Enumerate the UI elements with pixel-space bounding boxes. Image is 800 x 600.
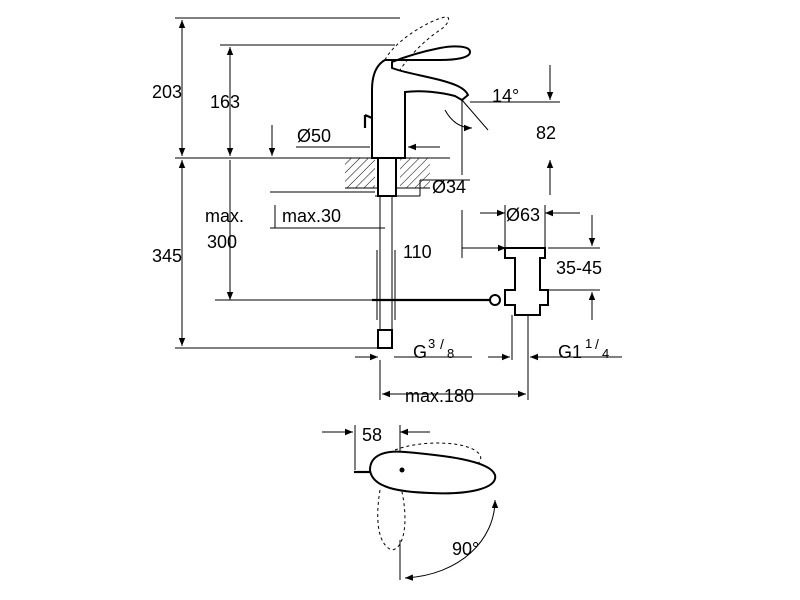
label-d50: Ø50 [297,126,331,146]
label-d63: Ø63 [506,205,540,225]
label-90deg: 90° [452,539,479,559]
side-view [175,16,622,400]
label-110: 110 [403,242,432,262]
shank [377,157,397,197]
handle-center-dot [399,467,405,473]
label-max: max. [205,206,244,226]
label-35-45: 35-45 [556,258,602,278]
handle-rotated-outline [377,489,406,551]
label-g114: G1 1 / 4 [558,336,609,362]
top-view [322,425,499,581]
hose-braid [376,250,396,320]
drain-knob [363,113,373,128]
label-g38-num: 3 [428,336,435,351]
spout-angle-line [461,99,489,131]
label-82: 82 [536,123,556,143]
supply-hoses [379,196,393,345]
label-163: 163 [210,92,240,112]
inlet-connector [377,329,393,349]
label-g38-den: 8 [447,346,454,361]
label-g38: G 3 / 8 [413,336,454,362]
label-g114-base: G1 [558,342,582,362]
deck-hatch-left [345,158,375,188]
handle-top [368,450,497,495]
label-g114-den: 4 [602,346,609,361]
drain-body [504,247,549,316]
label-300: 300 [207,232,237,252]
label-max30: max.30 [282,206,341,226]
rotation-arc [404,499,499,581]
rod-pivot [489,294,501,306]
deck-hatch-right [400,158,430,188]
angle-arc-14 [444,109,473,132]
lever-raised-outline [384,16,450,71]
svg-text:/: / [440,336,444,352]
label-max180: max.180 [405,386,474,406]
label-d34: Ø34 [432,177,466,197]
label-14deg: 14° [492,86,519,106]
label-345: 345 [152,246,182,266]
label-203: 203 [152,82,182,102]
label-g38-base: G [413,342,427,362]
label-58: 58 [362,425,382,445]
svg-text:/: / [595,336,599,352]
label-g114-num: 1 [585,336,592,351]
faucet-body [371,45,472,159]
